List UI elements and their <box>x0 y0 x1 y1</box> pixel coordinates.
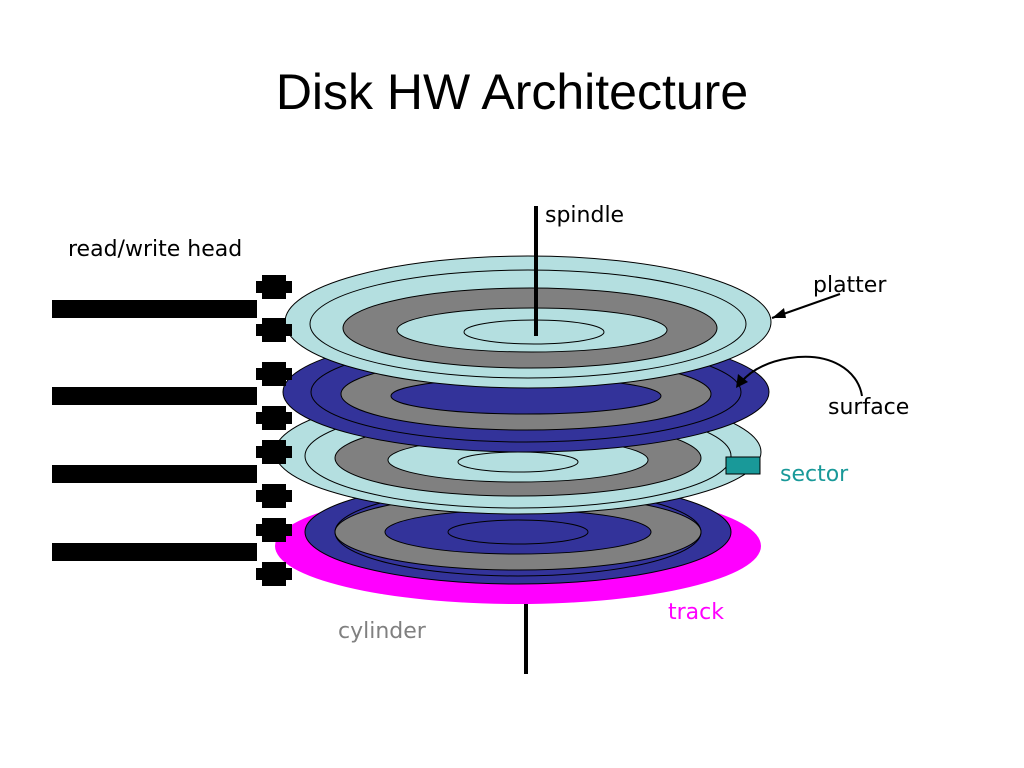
surface-arrowhead <box>736 374 748 388</box>
read-write-arms <box>52 300 257 561</box>
head-label: read/write head <box>68 237 242 262</box>
surface-arrow <box>737 355 863 397</box>
surface-label: surface <box>828 395 909 420</box>
read-write-head-5 <box>256 440 292 464</box>
read-write-head-3 <box>256 362 292 386</box>
read-write-head-7 <box>256 518 292 542</box>
read-write-head-8 <box>256 562 292 586</box>
read-write-head-4 <box>256 406 292 430</box>
arm-1 <box>52 300 257 318</box>
arm-4 <box>52 543 257 561</box>
read-write-head-6 <box>256 484 292 508</box>
cylinder-label: cylinder <box>338 619 427 644</box>
slide-title: Disk HW Architecture <box>275 64 749 120</box>
read-write-head-1 <box>256 275 292 299</box>
spindle-label: spindle <box>545 203 624 228</box>
read-write-heads <box>256 275 292 586</box>
label-arrows <box>736 293 863 397</box>
arm-2 <box>52 387 257 405</box>
arm-3 <box>52 465 257 483</box>
platter-label: platter <box>813 273 887 298</box>
sector-block <box>725 456 761 475</box>
platter-arrowhead <box>772 308 786 318</box>
track-label: track <box>668 600 724 625</box>
sector-label: sector <box>780 462 849 487</box>
platter-1 <box>284 255 772 389</box>
read-write-head-2 <box>256 318 292 342</box>
